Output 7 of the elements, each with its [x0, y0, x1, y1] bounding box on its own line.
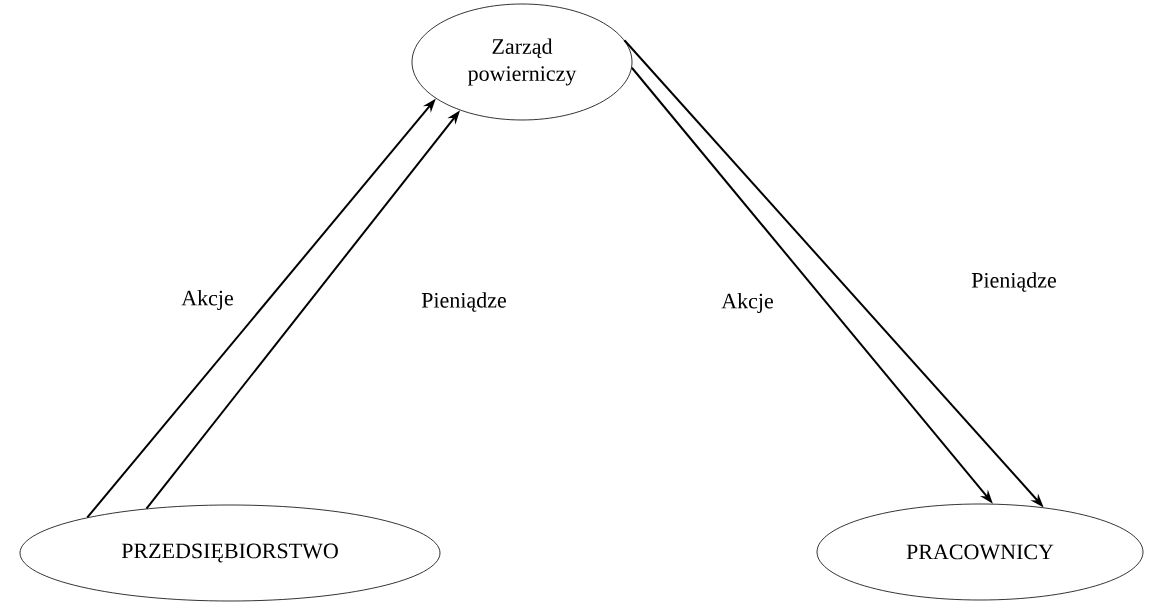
edge-label: Akcje — [720, 292, 775, 314]
ellipse-node: Zarząd powierniczy — [411, 3, 633, 121]
edge-label: Akcje — [180, 289, 235, 311]
ellipse-node: PRZEDSIĘBIORSTWO — [19, 504, 441, 602]
edge-label: Pieniądze — [970, 271, 1058, 293]
ellipse-node: PRACOWNICY — [816, 503, 1144, 601]
edge-label: Pieniądze — [420, 291, 508, 313]
